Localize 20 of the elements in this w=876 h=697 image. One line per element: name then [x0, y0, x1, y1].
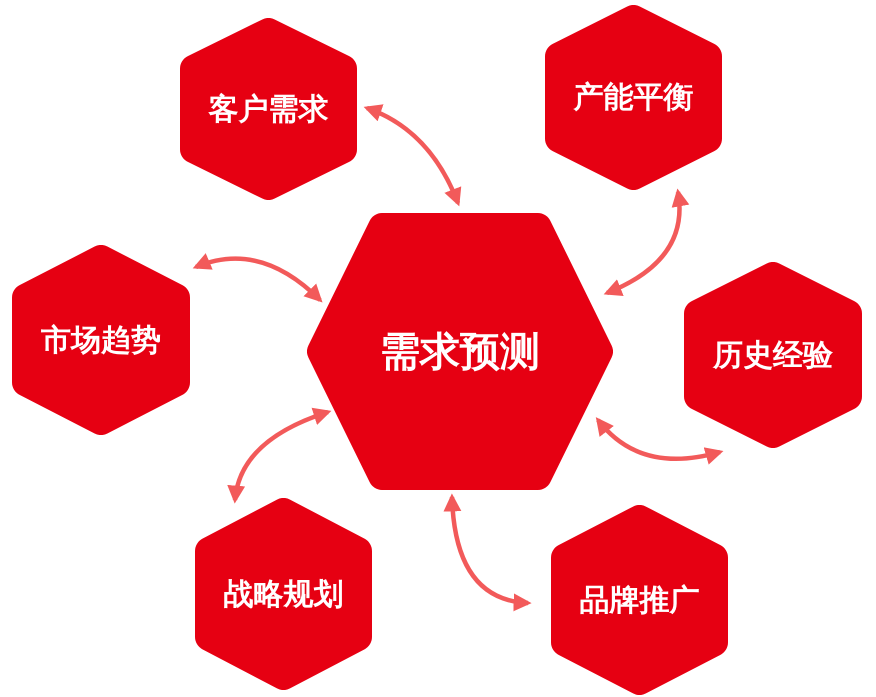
- node-label: 历史经验: [713, 338, 833, 374]
- node-label: 市场趋势: [41, 322, 161, 358]
- node-label: 产能平衡: [574, 80, 694, 116]
- hexagon-node: [307, 213, 613, 490]
- node-label: 战略规划: [224, 576, 344, 612]
- node-label: 客户需求: [208, 92, 328, 128]
- double-arrow: [596, 417, 724, 464]
- hexagon-node: [551, 505, 728, 695]
- double-arrow: [228, 408, 332, 504]
- node-label: 需求预测: [380, 328, 540, 376]
- double-arrow: [364, 104, 461, 206]
- hexagon-node: [12, 245, 190, 435]
- hexagon-node: [195, 498, 372, 690]
- double-arrow: [604, 188, 689, 296]
- hexagon-node: [545, 5, 722, 190]
- node-label: 品牌推广: [580, 582, 700, 618]
- double-arrow: [444, 493, 532, 610]
- hexagon-node: [180, 18, 357, 200]
- double-arrow: [192, 254, 323, 302]
- hexagon-node: [684, 262, 862, 448]
